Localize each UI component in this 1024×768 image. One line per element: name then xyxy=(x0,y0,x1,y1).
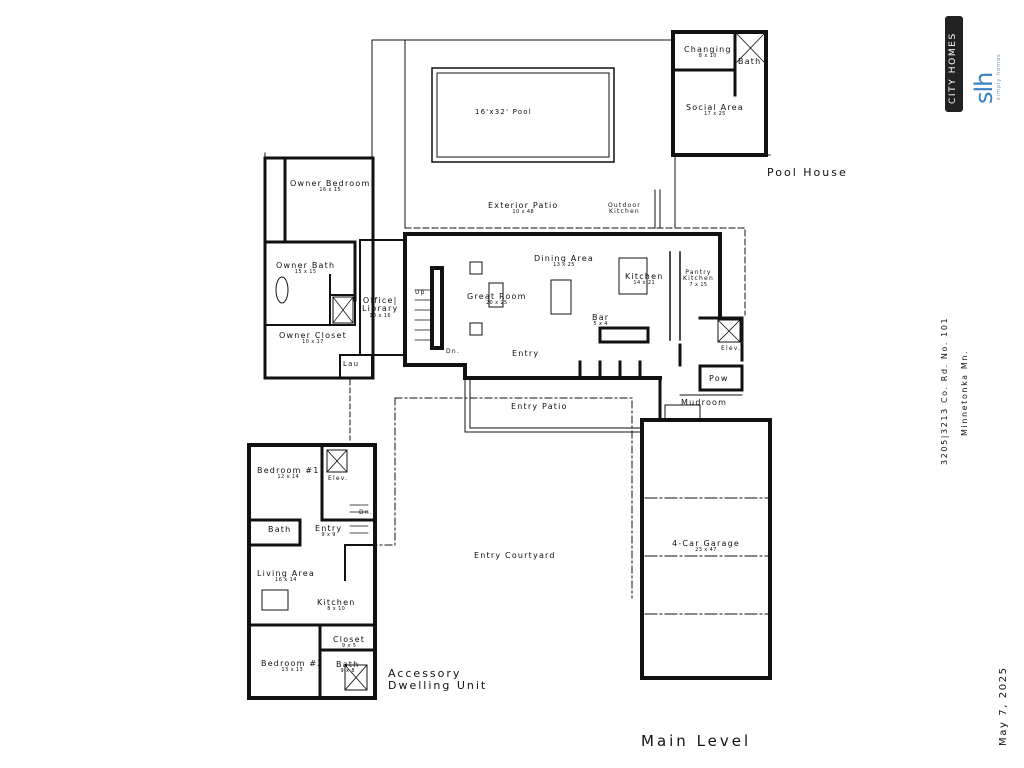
stair-up-label: Up xyxy=(415,289,426,296)
powder-room: Pow xyxy=(709,374,729,383)
entry: Entry xyxy=(512,349,540,358)
pool-label: 16'x32' Pool xyxy=(475,108,532,116)
plan-date: May 7, 2025 xyxy=(998,666,1009,746)
slh-logo-mark: slh xyxy=(970,72,998,104)
laundry: Lau xyxy=(343,360,360,368)
elevator: Elev. xyxy=(721,345,742,352)
mudroom: Mudroom xyxy=(681,398,728,407)
adu-elevator: Elev. xyxy=(328,475,349,482)
entry-courtyard: Entry Courtyard xyxy=(474,551,556,560)
address-line-1: 3205|3213 Co. Rd. No. 101 xyxy=(940,316,949,465)
stair-down-label: Dn. xyxy=(446,348,460,355)
pool-bath: Bath xyxy=(738,57,762,66)
adu-bath-1: Bath xyxy=(268,525,292,534)
adu-stair-down: Dn. xyxy=(359,509,373,516)
address-line-2: Minnetonka Mn. xyxy=(960,349,969,436)
pool-house-heading: Pool House xyxy=(767,166,848,179)
logo-tagline: simply homes xyxy=(996,53,1002,100)
plan-title: Main Level xyxy=(641,732,752,750)
city-homes-logo xyxy=(945,16,963,112)
logo-brand-text: CITY HOMES xyxy=(948,32,958,104)
entry-patio: Entry Patio xyxy=(511,402,568,411)
